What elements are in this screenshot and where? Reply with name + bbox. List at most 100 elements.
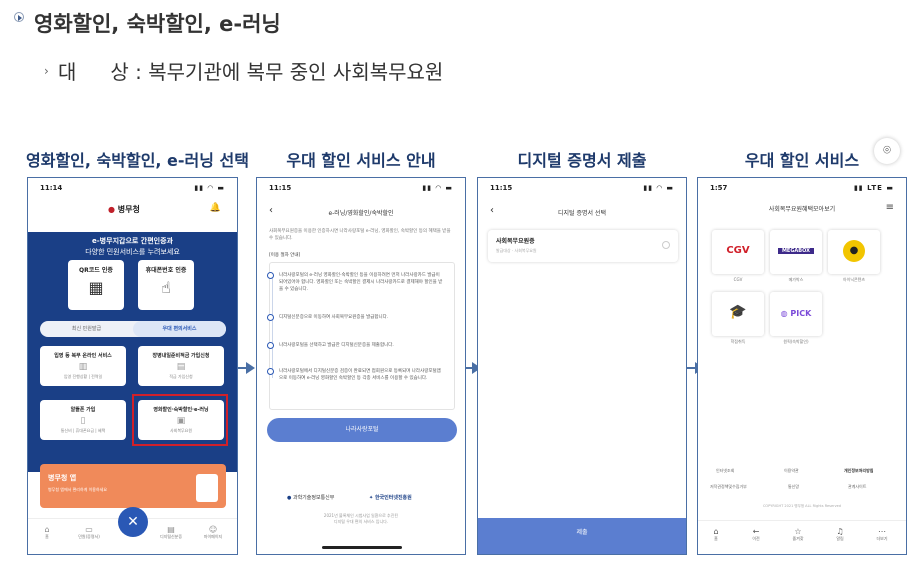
- nav-home[interactable]: ⌂홈: [32, 525, 62, 540]
- submit-button[interactable]: 제출: [478, 518, 686, 554]
- tab-preferential[interactable]: 우대 편의서비스: [162, 326, 197, 332]
- tile-cgv-label: CGV: [733, 277, 743, 282]
- step-3-text: 나라사랑포털을 선택하고 발급한 디지털신분증을 제출합니다.: [279, 343, 394, 348]
- nav-title: e-러닝/영화할인/숙박할인: [328, 210, 394, 217]
- tile-contents[interactable]: ●: [828, 230, 880, 274]
- contents-logo-icon: ●: [843, 240, 865, 262]
- qr-cert-button[interactable]: QR코드 인증▦: [68, 260, 124, 310]
- link-inquiry[interactable]: 인터넷조회: [716, 468, 735, 473]
- nav-favorites-label: 즐겨찾: [792, 536, 804, 541]
- nav-favorites[interactable]: ☆즐겨찾: [786, 527, 810, 542]
- nav-back-label: 이전: [752, 536, 760, 541]
- qr-code-icon: ▦: [88, 278, 104, 297]
- home-icon: ⌂: [713, 527, 719, 536]
- tile-onepick-label: 원픽(숙박할인): [783, 339, 809, 344]
- nav-home-label: 홈: [714, 536, 718, 541]
- app-logo: ● 병무청: [108, 204, 140, 215]
- tab-latest[interactable]: 최신 민원발급: [71, 326, 102, 332]
- ticket-icon: ▣: [176, 416, 186, 426]
- column-title-1: 영화할인, 숙박할인, e-러닝 선택: [26, 151, 249, 170]
- more-icon: ⋯: [878, 527, 886, 536]
- link-terms[interactable]: 이용약관: [784, 468, 799, 473]
- wallet-fab-icon[interactable]: ✕: [118, 507, 148, 537]
- nav-digital-id-label: 디지털신분증: [159, 534, 183, 539]
- back-icon[interactable]: ‹: [490, 205, 494, 216]
- step-2-text: 디지털신분증으로 이동하여 사회복무요원증을 발급합니다.: [279, 315, 389, 320]
- tile-credit-label: 학점취득: [730, 339, 746, 344]
- tile-cgv[interactable]: CGV: [712, 230, 764, 274]
- link-copyright[interactable]: 저작권정책및수집거부: [710, 484, 747, 489]
- nav-home-label: 홈: [45, 534, 49, 539]
- megabox-logo: MEGABOX: [778, 248, 814, 254]
- step-1-text: 나라사랑포털의 e-러닝 영화할인·숙박할인 등을 이용하려면 먼저 나라사랑카…: [279, 273, 443, 292]
- tab-active-bg: [133, 321, 226, 337]
- nav-title: 디지털 증명서 선택: [558, 210, 606, 217]
- menu-icon[interactable]: ≡: [885, 202, 894, 213]
- certificate-sub: 발급대상 · 사회복무요원: [496, 248, 537, 253]
- status-time: 11:15: [490, 184, 513, 192]
- tile-megabox-label: 메가박스: [788, 277, 804, 282]
- banner-phone-icon: [196, 474, 218, 502]
- bell-icon: ♫: [836, 527, 844, 536]
- target-label-a: 대: [58, 60, 77, 84]
- nav-mypage[interactable]: ☺마이페이지: [198, 525, 228, 540]
- msit-label: 과학기술정보통신부: [292, 495, 335, 501]
- copyright-text: COPYRIGHT 2021 병무청 ALL Rights Reserved: [762, 504, 842, 508]
- star-icon: ☆: [794, 527, 802, 536]
- portal-button[interactable]: 나라사랑포털: [267, 418, 457, 442]
- hero-text: e-병무지갑으로 간편인증과 다양한 민원서비스를 누려보세요: [28, 236, 237, 258]
- svc-enlist[interactable]: 입영 등 복무 온라인 서비스▥입영 진행상황 | 전역일: [40, 346, 126, 386]
- svc-discount-label: 영화할인·숙박할인·e-러닝: [153, 407, 209, 413]
- header-bullet-icon: [14, 12, 24, 22]
- tile-credit[interactable]: 🎓: [712, 292, 764, 336]
- certificate-title: 사회복무요원증: [496, 238, 535, 245]
- nav-back[interactable]: ←이전: [744, 527, 768, 542]
- nav-alerts-label: 알림: [836, 536, 844, 541]
- cgv-logo: CGV: [726, 245, 750, 256]
- link-related[interactable]: 관계사이트: [848, 484, 867, 489]
- onepick-logo-text: PICK: [790, 309, 812, 318]
- person-icon: ☺: [208, 525, 218, 534]
- nav-mypage-label: 마이페이지: [203, 534, 223, 539]
- nav-civil[interactable]: ▭민원(증명서): [74, 525, 104, 540]
- svc-savings[interactable]: 장병내일준비적금 가입신청▤적금 가입신청: [138, 346, 224, 386]
- svc-discount[interactable]: 영화할인·숙박할인·e-러닝 ▣ 사회복무요원: [138, 400, 224, 440]
- svc-enlist-sub: 입영 진행상황 | 전역일: [63, 374, 103, 379]
- tile-onepick[interactable]: ◍ PICK: [770, 292, 822, 336]
- nav-home[interactable]: ⌂홈: [704, 527, 728, 542]
- app-name: 병무청: [117, 205, 140, 214]
- link-network[interactable]: 통신망: [788, 484, 800, 489]
- procedure-label: [이용 절차 안내]: [269, 253, 301, 258]
- svc-discount-sub: 사회복무요원: [169, 428, 193, 433]
- nav-digital-id[interactable]: ▤디지털신분증: [156, 525, 186, 540]
- link-privacy[interactable]: 개인정보처리방침: [844, 468, 874, 473]
- hero-line-2: 다양한 민원서비스를 누려보세요: [85, 248, 180, 256]
- status-bar: 11:14▮▮ ◠ ▬: [28, 178, 237, 196]
- nav-more[interactable]: ⋯더보기: [870, 527, 894, 542]
- tile-contents-label: 아이닉콘텐츠: [842, 277, 866, 282]
- back-icon[interactable]: ‹: [269, 205, 273, 216]
- nav-alerts[interactable]: ♫알림: [828, 527, 852, 542]
- bottom-nav: ⌂홈 ←이전 ☆즐겨찾 ♫알림 ⋯더보기: [698, 520, 906, 554]
- status-bar: 11:15▮▮ ◠ ▬: [478, 178, 686, 196]
- svc-savings-label: 장병내일준비적금 가입신청: [152, 353, 210, 359]
- service-tabs: 최신 민원발급 우대 편의서비스: [40, 321, 226, 337]
- phone-screen-4: 1:57▮▮ LTE ▬ 사회복무요원혜택모아보기 ≡ CGV CGV MEGA…: [697, 177, 907, 555]
- scan-icon[interactable]: ⌾: [874, 138, 900, 164]
- intro-text: 사회복무요원증을 이용한 인증하시면 나라사랑포털 e-러닝, 영화할인, 숙박…: [269, 229, 451, 241]
- phone-cert-button[interactable]: 휴대폰번호 인증☝: [138, 260, 194, 310]
- svc-savings-sub: 적금 가입신청: [169, 374, 193, 379]
- graduation-cap-icon: 🎓: [729, 304, 747, 320]
- svc-mvno[interactable]: 알뜰폰 가입▯통신비 | 휴대폰요금 | 혜택: [40, 400, 126, 440]
- column-title-4: 우대 할인 서비스: [744, 151, 860, 170]
- tile-megabox[interactable]: MEGABOX: [770, 230, 822, 274]
- bell-icon[interactable]: 🔔: [209, 203, 221, 213]
- radio-icon[interactable]: [662, 241, 670, 249]
- status-time: 1:57: [710, 184, 728, 192]
- phone-screen-2: 11:15▮▮ ◠ ▬ ‹ e-러닝/영화할인/숙박할인 사회복무요원증을 이용…: [256, 177, 466, 555]
- step-dot-icon: [267, 272, 274, 279]
- step-dot-icon: [267, 314, 274, 321]
- onepick-logo: ◍ PICK: [770, 309, 822, 318]
